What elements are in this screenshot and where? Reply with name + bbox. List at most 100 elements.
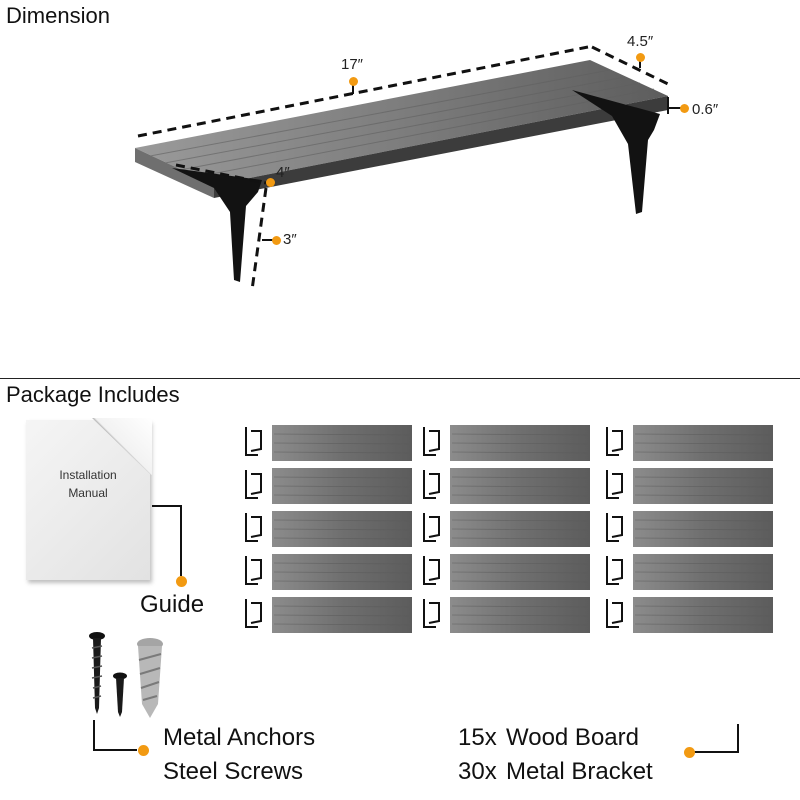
- bracket-icon: [423, 513, 440, 542]
- bracket-icon: [423, 470, 440, 499]
- bracket-icon: [245, 599, 262, 628]
- bracket-arm-label: 4″: [276, 164, 290, 181]
- hardware-label-anchors: Metal Anchors: [163, 724, 316, 751]
- bracket-icon: [606, 513, 623, 542]
- bracket-icon: [245, 556, 262, 585]
- shelf-wood-grain: [149, 69, 655, 178]
- bracket-icon: [606, 556, 623, 585]
- guide-marker-dot: [176, 576, 187, 587]
- board-grain-line: [451, 605, 589, 608]
- board-grain-line: [273, 451, 411, 454]
- board-grain-line: [451, 537, 589, 540]
- board-grain-line: [273, 433, 411, 436]
- thickness-marker-dot: [680, 104, 689, 113]
- manual-title-line1: Installation: [59, 468, 117, 482]
- board-grain-line: [273, 571, 411, 574]
- package-heading: Package Includes: [6, 382, 180, 407]
- board-grain-line: [451, 519, 589, 522]
- screw-long: [89, 632, 105, 714]
- bracket-label: Metal Bracket: [506, 758, 653, 785]
- board-grain-line: [451, 562, 589, 565]
- board-grain-line: [634, 485, 772, 488]
- bracket-quantity: 30x: [458, 758, 497, 785]
- board-grain-line: [273, 580, 411, 583]
- manual-title-line2: Manual: [68, 486, 108, 500]
- board-grain-line: [451, 571, 589, 574]
- package-contents-illustration: [89, 425, 773, 753]
- board-grain-line: [273, 528, 411, 531]
- board-with-bracket: [245, 597, 412, 633]
- wall-anchor: [137, 638, 163, 718]
- board-grain-line: [273, 519, 411, 522]
- board-grain-line: [451, 494, 589, 497]
- shelf-board-side: [214, 96, 668, 198]
- board-grain-line: [634, 580, 772, 583]
- screw-short: [113, 672, 127, 717]
- board-with-bracket: [423, 511, 590, 547]
- bracket-icon: [423, 556, 440, 585]
- depth-marker-dot: [636, 53, 645, 62]
- board-with-bracket: [245, 468, 412, 504]
- board-grain-line: [273, 562, 411, 565]
- bracket-arm-marker-dot: [266, 178, 275, 187]
- board-grain-line: [273, 442, 411, 445]
- bracket-height-marker-dot: [272, 236, 281, 245]
- board-with-bracket: [423, 597, 590, 633]
- bracket-right: [572, 90, 660, 214]
- board-with-bracket: [245, 554, 412, 590]
- board-grain-line: [634, 433, 772, 436]
- bracket-height-label: 3″: [283, 231, 297, 248]
- length-marker-dot: [349, 77, 358, 86]
- bracket-icon: [606, 599, 623, 628]
- board-grain-line: [273, 623, 411, 626]
- board-grain-line: [451, 528, 589, 531]
- bracket-icon: [245, 513, 262, 542]
- hardware-marker-dot: [138, 745, 149, 756]
- board-grain-line: [451, 614, 589, 617]
- board-with-bracket: [606, 554, 773, 590]
- installation-manual: Installation Manual: [26, 418, 152, 580]
- board-grain-line: [273, 605, 411, 608]
- board-grain-line: [634, 451, 772, 454]
- board-grain-line: [634, 605, 772, 608]
- board-grain-line: [634, 562, 772, 565]
- board-grain-line: [634, 494, 772, 497]
- shelf-illustration: [135, 45, 684, 291]
- board-with-bracket: [245, 425, 412, 461]
- board-with-bracket: [245, 511, 412, 547]
- bracket-icon: [606, 470, 623, 499]
- contents-marker-dot: [684, 747, 695, 758]
- board-grain-line: [273, 494, 411, 497]
- shelf-board-front: [135, 148, 214, 198]
- board-grain-line: [451, 485, 589, 488]
- dimension-heading: Dimension: [6, 3, 110, 28]
- board-with-bracket: [423, 425, 590, 461]
- board-with-bracket: [606, 425, 773, 461]
- depth-label: 4.5″: [627, 33, 654, 50]
- board-with-bracket: [606, 511, 773, 547]
- board-grain-line: [634, 623, 772, 626]
- board-grain-line: [451, 451, 589, 454]
- bracket-icon: [245, 427, 262, 456]
- board-grain-line: [634, 537, 772, 540]
- board-grain-line: [634, 528, 772, 531]
- board-with-bracket: [606, 597, 773, 633]
- board-with-bracket: [606, 468, 773, 504]
- board-grain-line: [273, 476, 411, 479]
- board-grain-line: [451, 442, 589, 445]
- board-grain-line: [273, 614, 411, 617]
- hardware-label-screws: Steel Screws: [163, 758, 304, 785]
- bracket-icon: [606, 427, 623, 456]
- board-grain-line: [451, 623, 589, 626]
- bracket-icon: [423, 599, 440, 628]
- board-grain-line: [273, 537, 411, 540]
- length-label: 17″: [341, 56, 363, 73]
- bracket-icon: [245, 470, 262, 499]
- board-grain-line: [451, 580, 589, 583]
- board-grain-line: [451, 433, 589, 436]
- board-label: Wood Board: [506, 724, 639, 751]
- bracket-left: [172, 168, 262, 282]
- board-grain-line: [634, 614, 772, 617]
- board-grain-line: [634, 519, 772, 522]
- board-grain-line: [634, 442, 772, 445]
